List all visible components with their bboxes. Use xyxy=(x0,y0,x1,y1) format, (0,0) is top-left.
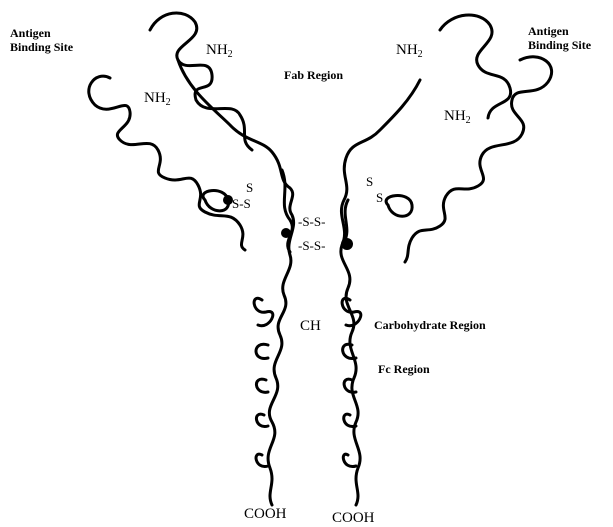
nh2-base: NH xyxy=(396,42,418,58)
nh2-label-left-lower: NH2 xyxy=(144,90,171,107)
nh2-subscript: 2 xyxy=(466,115,471,126)
disulfide-right-upper-label: S xyxy=(366,174,373,189)
nh2-subscript: 2 xyxy=(228,49,233,60)
heavy-chain-right xyxy=(341,80,420,505)
fc-region-label: Fc Region xyxy=(378,362,430,376)
fab-region-label: Fab Region xyxy=(284,68,343,82)
nh2-label-right-upper: NH2 xyxy=(396,42,423,59)
light-chain-right xyxy=(405,15,552,262)
right-hinge-knot xyxy=(386,196,412,217)
disulfide-right-lower-label: S xyxy=(376,190,383,205)
antigen-binding-site-right-label: Antigen Binding Site xyxy=(528,24,591,52)
heavy-chain-left xyxy=(178,60,294,505)
disulfide-left-upper-label: S xyxy=(246,180,253,195)
hinge-bead-left xyxy=(281,228,291,238)
ch-label: CH xyxy=(300,318,321,335)
antigen-binding-site-left-label: Antigen Binding Site xyxy=(10,26,73,54)
nh2-base: NH xyxy=(144,90,166,106)
nh2-subscript: 2 xyxy=(418,49,423,60)
cooh-right-label: COOH xyxy=(332,510,375,527)
disulfide-left-lower-label: S-S xyxy=(232,196,251,211)
heavy-chain-left-coils xyxy=(254,298,273,466)
nh2-base: NH xyxy=(444,108,466,124)
nh2-subscript: 2 xyxy=(166,97,171,108)
carbohydrate-region-label: Carbohydrate Region xyxy=(374,318,486,332)
hinge-disulfide-top-label: -S-S- xyxy=(298,214,325,229)
nh2-label-right-lower: NH2 xyxy=(444,108,471,125)
nh2-label-left-upper: NH2 xyxy=(206,42,233,59)
cooh-left-label: COOH xyxy=(244,506,287,523)
hinge-disulfide-bottom-label: -S-S- xyxy=(298,238,325,253)
nh2-base: NH xyxy=(206,42,228,58)
hinge-bead-right xyxy=(341,238,353,250)
